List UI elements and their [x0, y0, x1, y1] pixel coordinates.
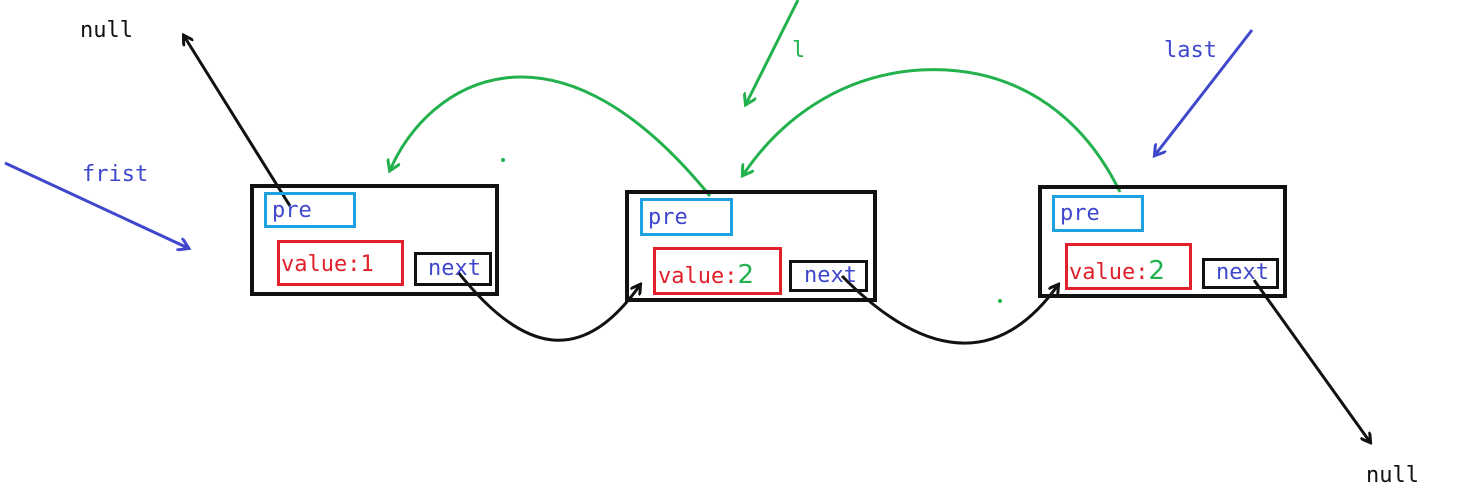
node-1-next-label: next — [428, 256, 481, 281]
node-3-next-field — [1202, 258, 1279, 289]
green-dot — [501, 158, 505, 162]
node3-pre-to-node2-arrow — [743, 68, 1122, 193]
node-2-pre-field — [640, 198, 733, 236]
l-pointer-label: l — [792, 38, 806, 63]
node1-next-to-node2-arrow — [456, 271, 640, 342]
node-3-pre-field — [1052, 195, 1144, 232]
node2-pre-to-node1-arrow — [390, 75, 712, 197]
node-1-pre-label: pre — [272, 198, 312, 223]
node-2-next-label: next — [804, 263, 857, 288]
green-dot — [998, 299, 1002, 303]
node-2-next-field — [789, 260, 868, 292]
first-pointer-arrow — [4, 161, 188, 248]
node-2 — [625, 190, 877, 302]
node-2-pre-label: pre — [648, 205, 688, 230]
node-1-value-field — [277, 240, 404, 286]
node-1-value: 1 — [360, 252, 374, 277]
node-1-value-label: value:1 — [281, 252, 374, 277]
node-2-value: 2 — [737, 260, 755, 290]
null-label-top: null — [80, 18, 133, 43]
node-1-pre-field — [264, 192, 356, 228]
null-label-bottom: null — [1366, 463, 1419, 488]
node-2-value-label: value:2 — [658, 260, 755, 290]
node-3-value-field — [1065, 243, 1192, 290]
last-pointer-label: last — [1164, 38, 1217, 63]
node-3 — [1038, 185, 1287, 298]
node3-next-to-null-arrow — [1252, 279, 1370, 442]
node-1 — [250, 184, 499, 296]
l-pointer-arrow — [746, 0, 800, 104]
node-3-value-label: value:2 — [1069, 256, 1166, 286]
node-3-next-label: next — [1216, 260, 1269, 285]
node-1-next-field — [414, 252, 492, 286]
first-pointer-label: frist — [82, 162, 149, 187]
last-pointer-arrow — [1155, 29, 1254, 155]
node-2-value-field — [653, 247, 782, 295]
node-3-pre-label: pre — [1060, 201, 1100, 226]
node1-pre-to-null-arrow — [184, 36, 292, 207]
node-3-value: 2 — [1148, 256, 1166, 286]
